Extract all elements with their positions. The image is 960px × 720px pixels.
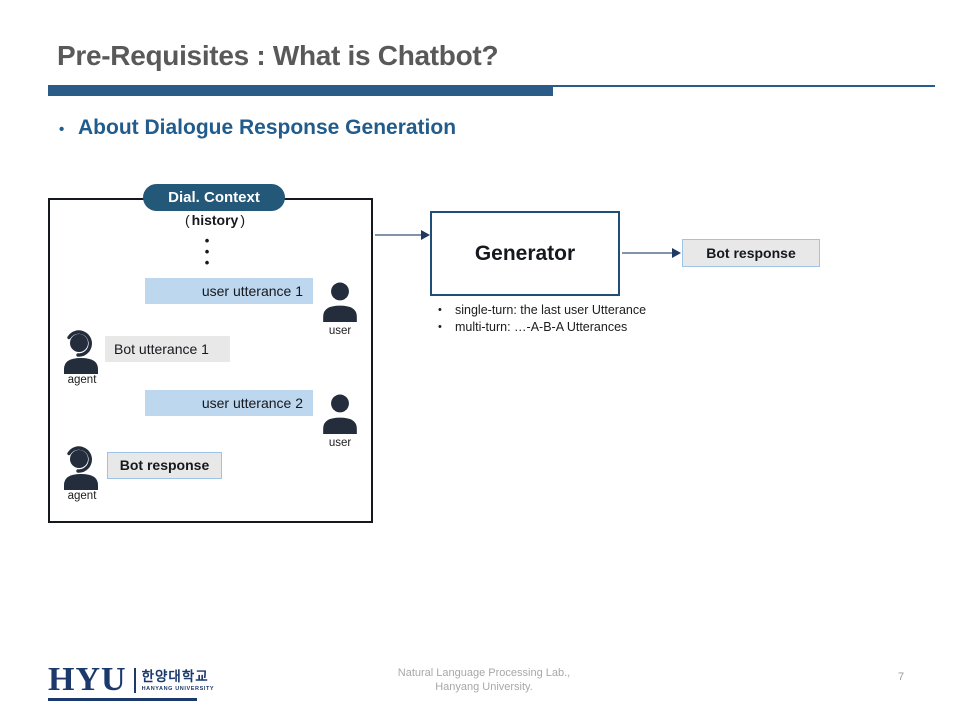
logo-underline <box>48 698 197 701</box>
footer-credit: Natural Language Processing Lab., Hanyan… <box>334 666 634 694</box>
history-word: history <box>191 212 239 228</box>
bot-utterance-1-bubble: Bot utterance 1 <box>105 336 230 362</box>
history-caption: (history) <box>110 212 320 228</box>
generator-note-single-turn: • single-turn: the last user Utterance <box>438 302 718 319</box>
user-label: user <box>328 437 352 449</box>
footer-line1: Natural Language Processing Lab., <box>397 667 571 679</box>
agent-icon <box>62 445 102 490</box>
logo-text: 한양대학교 HANYANG UNIVERSITY <box>142 669 215 692</box>
generator-notes: • single-turn: the last user Utterance • m… <box>438 302 718 335</box>
ellipsis-dots: • • • <box>196 233 218 270</box>
history-close-paren: ) <box>240 212 246 228</box>
user-icon <box>322 394 358 434</box>
note-bullet: • <box>438 320 442 333</box>
arrow-generator-to-response <box>622 252 673 254</box>
agent-label: agent <box>67 490 97 502</box>
note-text: single-turn: the last user Utterance <box>455 303 647 317</box>
logo-divider <box>133 667 136 693</box>
note-text: multi-turn: …-A-B-A Utterances <box>455 319 628 334</box>
user-utterance-2-bubble: user utterance 2 <box>145 390 313 416</box>
generator-box: Generator <box>430 211 620 296</box>
dot: • <box>204 233 210 248</box>
subtitle: About Dialogue Response Generation <box>78 116 457 139</box>
arrow-head-icon <box>672 248 681 258</box>
title-rule-thick <box>48 85 553 96</box>
footer-line2: Hanyang University. <box>435 681 533 693</box>
page-title: Pre-Requisites : What is Chatbot? <box>57 40 499 71</box>
bot-response-output-box: Bot response <box>682 239 820 267</box>
agent-icon <box>62 329 102 374</box>
dot: • <box>204 255 210 270</box>
generator-note-multi-turn: • multi-turn: …-A-B-A Utterances <box>438 319 718 336</box>
logo-korean-name: 한양대학교 <box>141 668 209 684</box>
page-number: 7 <box>898 671 905 683</box>
bot-response-bubble: Bot response <box>107 452 222 479</box>
user-utterance-1-bubble: user utterance 1 <box>145 278 313 304</box>
university-logo: HYU 한양대학교 HANYANG UNIVERSITY <box>48 661 215 698</box>
note-bullet: • <box>438 304 442 316</box>
user-label: user <box>328 325 352 337</box>
dialogue-context-pill: Dial. Context <box>143 184 285 211</box>
user-icon <box>322 282 358 322</box>
history-open-paren: ( <box>184 212 190 228</box>
dot: • <box>204 244 210 259</box>
subtitle-bullet: • <box>59 121 65 138</box>
logo-english-name: HANYANG UNIVERSITY <box>141 685 215 692</box>
arrow-context-to-generator <box>375 234 422 236</box>
agent-label: agent <box>67 374 97 386</box>
logo-acronym: HYU <box>48 661 127 698</box>
arrow-head-icon <box>421 230 430 240</box>
